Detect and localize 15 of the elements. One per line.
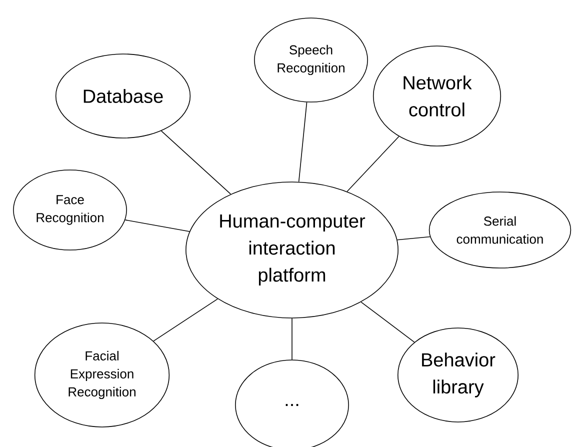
connector-line [153,298,218,342]
ellipse-node: Serial communication [428,192,572,268]
connector-line [298,102,308,182]
ellipse-node: Speech Recognition [254,18,368,102]
connector-line [396,236,430,240]
ellipse-node: Human-computer interaction platform [186,182,398,318]
ellipse-node: Database [55,54,191,138]
connector-line [160,130,232,194]
ellipse-node: Network control [372,46,502,146]
connector-line [124,220,190,232]
ellipse-node: Face Recognition [13,170,127,250]
ellipse-node: Behavior library [398,328,518,422]
ellipse-node: Facial Expression Recognition [34,322,170,428]
connector-line [346,136,400,192]
connector-line [360,302,415,343]
